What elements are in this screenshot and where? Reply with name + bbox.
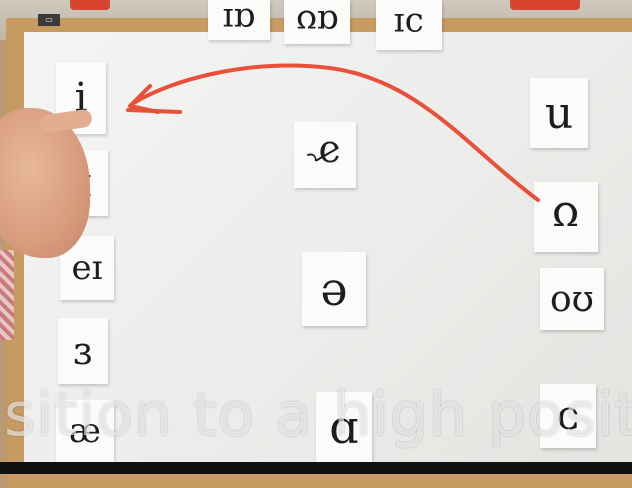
hand (0, 108, 90, 258)
card-ae: æ (56, 400, 114, 462)
board-label: ▭ (38, 14, 60, 26)
card-ou: oʊ (540, 268, 604, 330)
arrow-curve (130, 63, 540, 202)
card-au: ɑʊ (284, 0, 350, 44)
card-schwa: ə (302, 252, 366, 326)
arrow-tail-mark (126, 108, 182, 114)
card-schwar: ɚ (294, 122, 356, 188)
bottom-bar (0, 462, 632, 474)
card-script-a: ɑ (316, 392, 372, 462)
card-open-o: ɔ (540, 384, 596, 448)
arrow-annotation (126, 63, 540, 202)
sleeve (0, 250, 14, 340)
subtitle-caption: sition to a high posit (4, 380, 632, 450)
card-u: u (530, 78, 588, 148)
red-object-left (70, 0, 110, 10)
card-oi: ɔɪ (376, 0, 442, 50)
red-object-right (510, 0, 580, 10)
card-upsilon: ʊ (534, 182, 598, 252)
card-ai: ɑɪ (208, 0, 270, 40)
card-epsilon: ɛ (58, 318, 108, 384)
